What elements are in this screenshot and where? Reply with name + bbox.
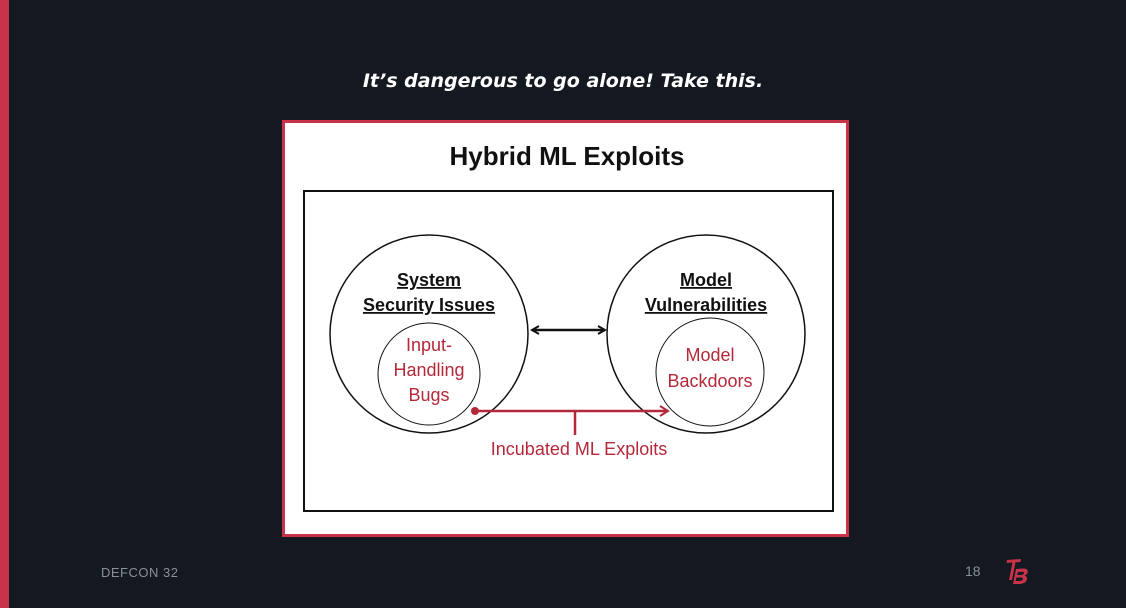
diagram-canvas: Hybrid ML Exploits System Security Issue… [303, 141, 834, 512]
input-handling-line2: Handling [393, 360, 464, 380]
model-vulnerabilities-circle [606, 234, 806, 434]
model-vulnerabilities-heading-line2: Vulnerabilities [645, 295, 767, 315]
input-handling-line3: Bugs [408, 385, 449, 405]
model-backdoors-line1: Model [685, 345, 734, 365]
incubated-exploits-label: Incubated ML Exploits [491, 439, 667, 459]
system-security-heading-line1: System [397, 270, 461, 290]
input-handling-circle [377, 322, 481, 426]
slide-title: It’s dangerous to go alone! Take this. [362, 70, 764, 92]
input-handling-line1: Input- [406, 335, 452, 355]
accent-bar [0, 0, 9, 608]
model-backdoors-circle [655, 317, 765, 427]
system-security-heading-line2: Security Issues [363, 295, 495, 315]
tb-logo-icon [1004, 556, 1030, 591]
model-vulnerabilities-heading-line1: Model [680, 270, 732, 290]
diagram-title: Hybrid ML Exploits [450, 141, 685, 171]
footer-event: DEFCON 32 [101, 565, 179, 580]
system-security-circle [329, 234, 529, 434]
page-number: 18 [965, 563, 981, 579]
diagram-figure: Hybrid ML Exploits System Security Issue… [282, 120, 849, 537]
diagram-box [303, 190, 834, 512]
model-backdoors-line2: Backdoors [667, 371, 752, 391]
